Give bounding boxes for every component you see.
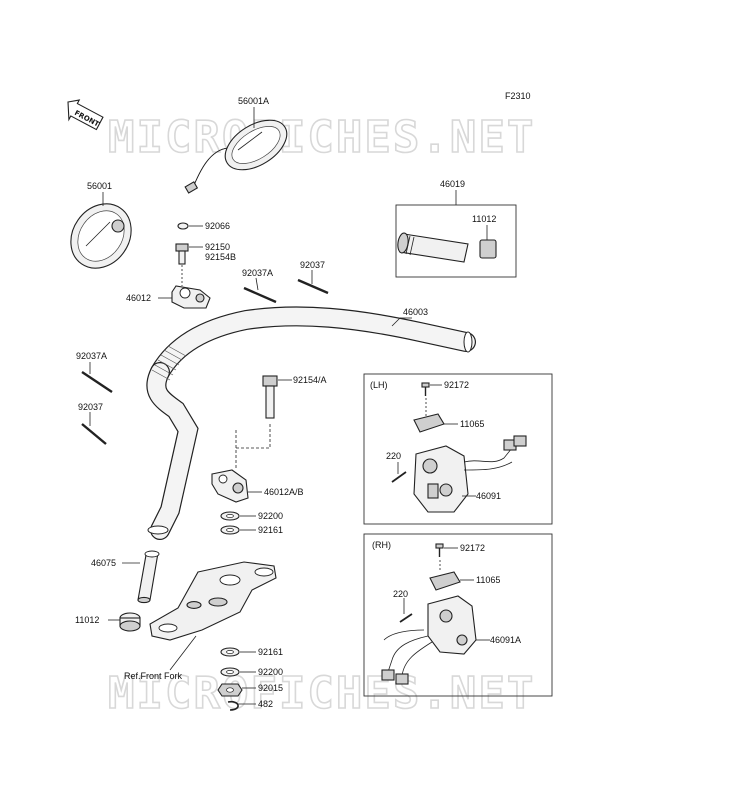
label-56001: 56001 xyxy=(87,181,112,191)
screw-220-lh-icon xyxy=(391,471,407,483)
label-92161-lower: 92161 xyxy=(258,647,283,657)
nut-92015-icon xyxy=(217,683,243,697)
plate-11065-lh-icon xyxy=(413,413,445,433)
switch-46091-icon xyxy=(413,435,527,513)
label-92066: 92066 xyxy=(205,221,230,231)
holder-46012-icon xyxy=(171,285,211,309)
label-92150: 92150 xyxy=(205,242,230,252)
label-92037-left: 92037 xyxy=(78,402,103,412)
label-92015: 92015 xyxy=(258,683,283,693)
label-92172-lh: 92172 xyxy=(444,380,469,390)
label-46091a: 46091A xyxy=(490,635,521,645)
label-46075: 46075 xyxy=(91,558,116,568)
label-11065-rh: 11065 xyxy=(476,575,500,585)
bolt-92154a-icon xyxy=(262,375,278,419)
figure-code: F2310 xyxy=(505,91,531,101)
handlebar-46003-icon xyxy=(146,306,476,540)
label-46019: 46019 xyxy=(440,179,465,189)
label-92154a: 92154/A xyxy=(293,375,327,385)
washer-92066-icon xyxy=(177,222,189,230)
label-92161-upper: 92161 xyxy=(258,525,283,535)
label-92037a-left: 92037A xyxy=(76,351,107,361)
label-46003: 46003 xyxy=(403,307,428,317)
screw-92172-rh-icon xyxy=(435,543,444,557)
label-box-rh: (RH) xyxy=(372,540,391,550)
fork-bracket-icon xyxy=(149,561,277,641)
screw-220-rh-icon xyxy=(399,613,413,623)
box-rh xyxy=(363,533,553,697)
grip-46019-icon xyxy=(397,232,469,263)
label-46012ab: 46012A/B xyxy=(264,487,304,497)
clip-482-icon xyxy=(227,700,239,711)
label-482: 482 xyxy=(258,699,273,709)
label-56001a: 56001A xyxy=(238,96,269,106)
watermark-bottom: MICROFICHES.NET xyxy=(108,668,535,719)
label-11012-box: 11012 xyxy=(472,214,496,224)
label-220-rh: 220 xyxy=(393,589,408,599)
pin-92037-upper-icon xyxy=(297,278,329,295)
switch-46091a-icon xyxy=(381,595,477,685)
front-arrow-icon: FRONT xyxy=(67,99,104,131)
box-lh xyxy=(363,373,553,525)
cap-11012-lower-icon xyxy=(119,612,141,632)
plate-11065-rh-icon xyxy=(429,571,461,591)
screw-92172-lh-icon xyxy=(421,382,430,396)
mirror-left-icon xyxy=(70,203,132,269)
label-11012-lower: 11012 xyxy=(75,615,99,625)
label-46091: 46091 xyxy=(476,491,501,501)
pin-92037a-left-icon xyxy=(81,371,113,393)
label-92200-upper: 92200 xyxy=(258,511,283,521)
label-92172-rh: 92172 xyxy=(460,543,485,553)
watermark-top: MICROFICHES.NET xyxy=(108,112,535,163)
label-92200-lower: 92200 xyxy=(258,667,283,677)
label-11065-lh: 11065 xyxy=(460,419,484,429)
label-46012: 46012 xyxy=(126,293,151,303)
holder-46012ab-icon xyxy=(211,469,249,503)
label-92154b: 92154B xyxy=(205,252,236,262)
label-220-lh: 220 xyxy=(386,451,401,461)
label-92037a-upper: 92037A xyxy=(242,268,273,278)
pin-92037-left-icon xyxy=(81,423,107,445)
cap-11012-box-icon xyxy=(479,239,497,259)
mirror-right-icon xyxy=(184,119,288,194)
label-ref-front-fork: Ref.Front Fork xyxy=(124,671,183,681)
grip-46075-icon xyxy=(137,550,160,604)
bolt-92150-icon xyxy=(175,243,189,265)
label-92037-upper: 92037 xyxy=(300,260,325,270)
label-box-lh: (LH) xyxy=(370,380,388,390)
pin-92037a-upper-icon xyxy=(243,286,277,304)
